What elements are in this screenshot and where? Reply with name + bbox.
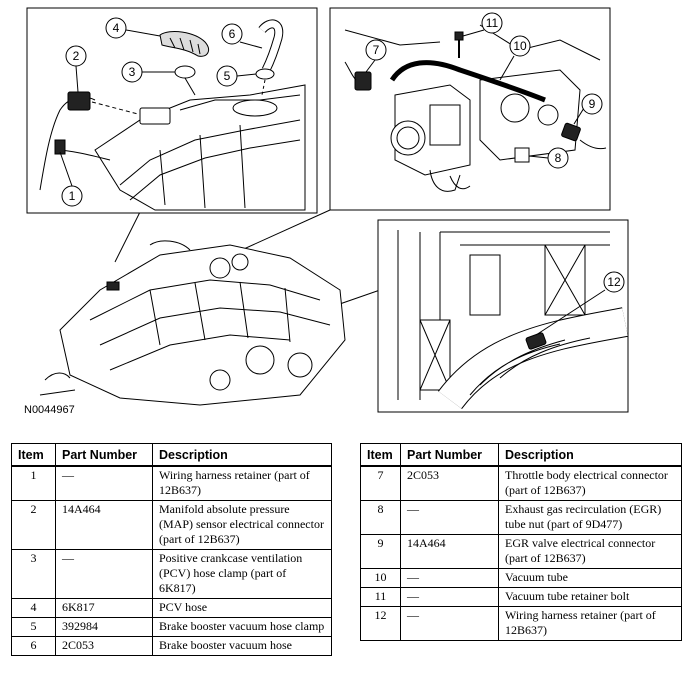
part-number: — <box>400 500 499 535</box>
table-row: 12—Wiring harness retainer (part of 12B6… <box>360 606 682 641</box>
part-number: — <box>55 465 153 501</box>
svg-text:11: 11 <box>486 16 499 30</box>
description: Brake booster vacuum hose <box>152 636 332 656</box>
item-number: 1 <box>11 465 56 501</box>
callout-10: 10 <box>499 35 531 81</box>
description: PCV hose <box>152 598 332 618</box>
svg-text:4: 4 <box>113 21 120 35</box>
description: Brake booster vacuum hose clamp <box>152 617 332 637</box>
header-description: Description <box>498 443 682 467</box>
part-number: 2C053 <box>55 636 153 656</box>
part-number: — <box>55 549 153 599</box>
item-number: 10 <box>360 568 401 588</box>
item-number: 4 <box>11 598 56 618</box>
header-description: Description <box>152 443 332 467</box>
leader-detail-a <box>114 211 141 263</box>
table-header-row: Item Part Number Description <box>360 443 682 467</box>
header-item: Item <box>360 443 401 467</box>
overall-engine-view <box>39 240 346 406</box>
callout-4: 4 <box>105 17 161 39</box>
item-number: 6 <box>11 636 56 656</box>
description: Manifold absolute pressure (MAP) sensor … <box>152 500 332 550</box>
part-number: 392984 <box>55 617 153 637</box>
illustration: 1 2 3 4 5 6 7 8 9 10 <box>26 7 629 413</box>
callout-9: 9 <box>573 93 603 125</box>
callout-3: 3 <box>121 61 175 83</box>
part-number: 6K817 <box>55 598 153 618</box>
item-number: 7 <box>360 465 401 501</box>
callout-5: 5 <box>216 65 257 87</box>
part-number: 2C053 <box>400 465 499 501</box>
description: Wiring harness retainer (part of 12B637) <box>152 465 332 501</box>
callout-12: 12 <box>603 271 625 293</box>
parts-table-left: Item Part Number Description 1—Wiring ha… <box>11 443 332 656</box>
svg-text:10: 10 <box>513 39 527 53</box>
description: Positive crankcase ventilation (PCV) hos… <box>152 549 332 599</box>
svg-text:8: 8 <box>555 151 562 165</box>
table-row: 11—Vacuum tube retainer bolt <box>360 587 682 607</box>
svg-text:12: 12 <box>607 275 621 289</box>
part-number: — <box>400 568 499 588</box>
part-number: — <box>400 606 499 641</box>
description: Vacuum tube <box>498 568 682 588</box>
table-row: 3—Positive crankcase ventilation (PCV) h… <box>11 549 332 599</box>
part-number: 14A464 <box>55 500 153 550</box>
svg-text:9: 9 <box>589 97 596 111</box>
svg-text:7: 7 <box>373 43 380 57</box>
svg-text:6: 6 <box>229 27 236 41</box>
detail-view-a <box>26 7 318 214</box>
part-number: — <box>400 587 499 607</box>
svg-text:2: 2 <box>73 49 80 63</box>
header-part-number: Part Number <box>400 443 499 467</box>
item-number: 2 <box>11 500 56 550</box>
table-row: 8—Exhaust gas recirculation (EGR) tube n… <box>360 500 682 535</box>
detail-view-c <box>377 219 629 413</box>
item-number: 11 <box>360 587 401 607</box>
description: EGR valve electrical connector (part of … <box>498 534 682 569</box>
svg-text:1: 1 <box>69 189 76 203</box>
item-number: 3 <box>11 549 56 599</box>
callout-1: 1 <box>59 151 83 207</box>
item-number: 8 <box>360 500 401 535</box>
svg-text:3: 3 <box>129 65 136 79</box>
description: Throttle body electrical connector (part… <box>498 465 682 501</box>
illustration-svg: 1 2 3 4 5 6 7 8 9 10 <box>26 7 629 413</box>
header-part-number: Part Number <box>55 443 153 467</box>
figure-id: N0044967 <box>24 404 75 416</box>
description: Wiring harness retainer (part of 12B637) <box>498 606 682 641</box>
part-number: 14A464 <box>400 534 499 569</box>
item-number: 9 <box>360 534 401 569</box>
callout-2: 2 <box>65 45 87 93</box>
table-row: 10—Vacuum tube <box>360 568 682 588</box>
svg-text:5: 5 <box>224 69 231 83</box>
callout-6: 6 <box>221 23 263 49</box>
table-header-row: Item Part Number Description <box>11 443 332 467</box>
item-number: 5 <box>11 617 56 637</box>
callout-8: 8 <box>528 147 569 169</box>
table-row: 1—Wiring harness retainer (part of 12B63… <box>11 465 332 501</box>
description: Exhaust gas recirculation (EGR) tube nut… <box>498 500 682 535</box>
callout-7: 7 <box>365 39 387 73</box>
description: Vacuum tube retainer bolt <box>498 587 682 607</box>
header-item: Item <box>11 443 56 467</box>
item-number: 12 <box>360 606 401 641</box>
detail-view-b <box>329 7 611 211</box>
callout-11: 11 <box>462 12 503 37</box>
